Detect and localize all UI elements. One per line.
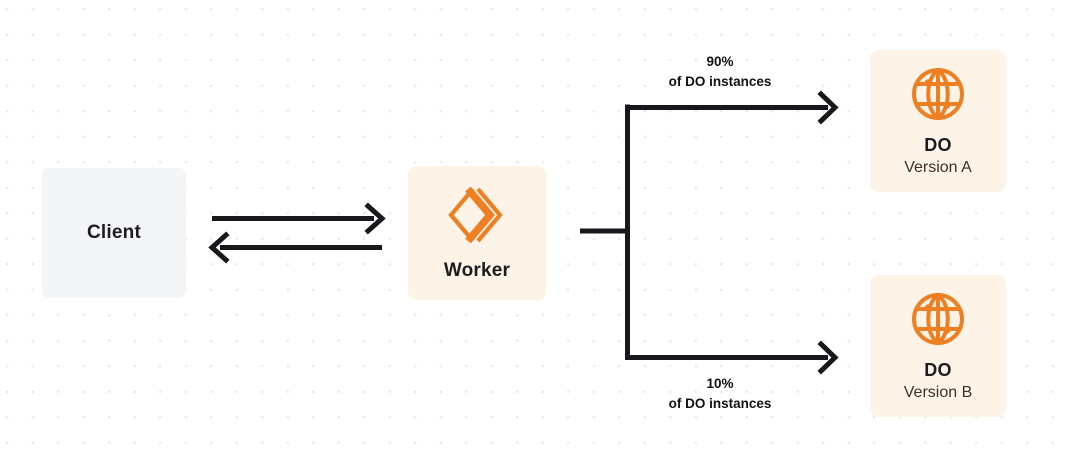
edge-client-to-worker-forward [212, 202, 386, 235]
edge-worker-split-trunk [580, 104, 630, 360]
edge-label-do-b: 10% of DO instances [625, 374, 815, 413]
durable-object-globe-icon [909, 290, 967, 348]
node-do-b-label: DO [924, 360, 952, 380]
edge-label-do-b-percent: 10% [706, 376, 734, 391]
cloudflare-workers-icon [446, 184, 508, 246]
edge-worker-to-client-return [208, 231, 382, 264]
edge-label-do-a-caption: of DO instances [668, 73, 772, 89]
edge-label-do-a-percent: 90% [706, 54, 734, 69]
edge-label-do-b-caption: of DO instances [668, 395, 772, 411]
node-client-label: Client [87, 222, 141, 243]
durable-object-globe-icon [909, 65, 967, 123]
node-worker-label: Worker [443, 260, 511, 281]
edge-label-do-a: 90% of DO instances [625, 52, 815, 91]
edge-worker-to-do-b [625, 340, 839, 375]
node-do-a-label: DO [924, 135, 952, 155]
node-do-version-b[interactable]: DO Version B [870, 275, 1006, 417]
node-client[interactable]: Client [42, 168, 186, 298]
edge-worker-to-do-a [625, 90, 839, 125]
node-do-b-sublabel: Version B [903, 384, 973, 401]
node-worker[interactable]: Worker [408, 166, 546, 300]
node-do-a-sublabel: Version A [904, 159, 972, 176]
node-do-version-a[interactable]: DO Version A [870, 50, 1006, 192]
